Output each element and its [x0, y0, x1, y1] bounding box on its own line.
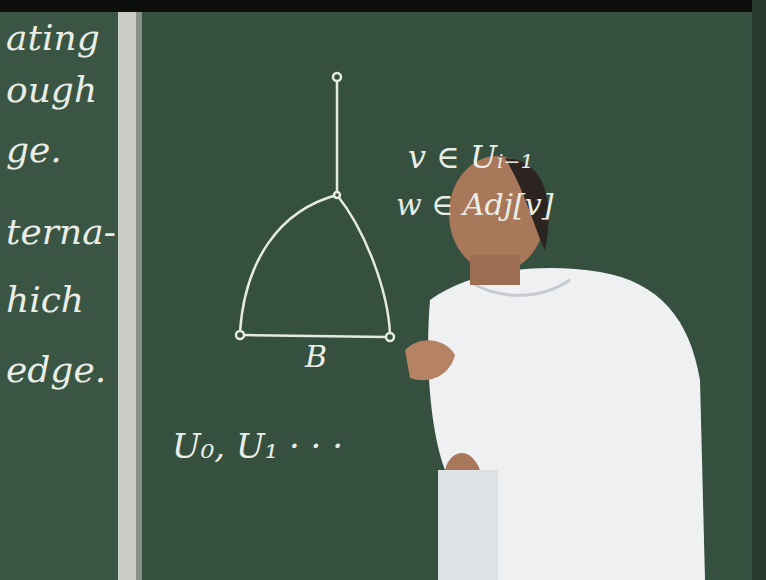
set-label: B	[305, 340, 327, 373]
right-shade	[752, 0, 766, 580]
board-fragment: terna-	[6, 212, 116, 252]
board-fragment: ough	[6, 70, 97, 110]
divider-shadow	[136, 0, 142, 580]
board-fragment: hich	[6, 280, 84, 320]
board-divider	[118, 0, 142, 580]
board-fragment: ating	[6, 18, 100, 58]
membership-note: v ∈ Uᵢ₋₁	[408, 140, 533, 175]
adjacency-note: w ∈ Adj[v]	[396, 188, 554, 221]
top-frame	[0, 0, 766, 12]
board-fragment: edge.	[6, 350, 106, 390]
board-fragment: ge.	[6, 130, 62, 170]
set-sequence: U₀, U₁ · · ·	[172, 428, 343, 465]
graph-drawing	[236, 73, 394, 341]
left-board	[0, 0, 120, 580]
